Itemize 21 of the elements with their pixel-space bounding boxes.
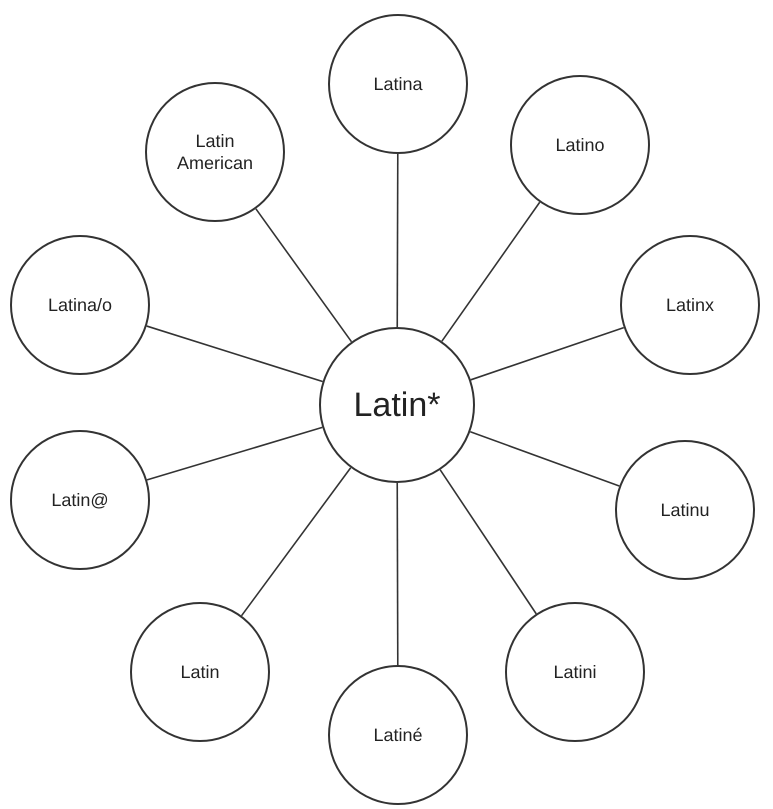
term-label: Latiné <box>373 724 423 746</box>
term-label: Latini <box>553 660 597 684</box>
term-label: Latin* <box>354 384 440 426</box>
connector-line <box>146 325 323 382</box>
connector-line <box>441 202 540 342</box>
connector-line <box>255 208 352 342</box>
connector-line <box>440 469 537 614</box>
term-label: Latinx <box>666 294 714 316</box>
term-label: Latin@ <box>51 488 109 512</box>
term-label: Latina/o <box>48 294 112 316</box>
connector-line <box>240 467 352 616</box>
term-label: Latino <box>555 134 605 156</box>
connector-line <box>396 483 399 665</box>
connector-line <box>396 154 399 327</box>
connector-line <box>470 430 620 487</box>
connector-line <box>146 426 323 481</box>
term-label: Latin American <box>176 130 254 174</box>
connector-line <box>470 326 624 381</box>
term-label: Latin <box>180 660 220 684</box>
term-label: Latinu <box>660 498 710 522</box>
term-label: Latina <box>373 72 423 96</box>
